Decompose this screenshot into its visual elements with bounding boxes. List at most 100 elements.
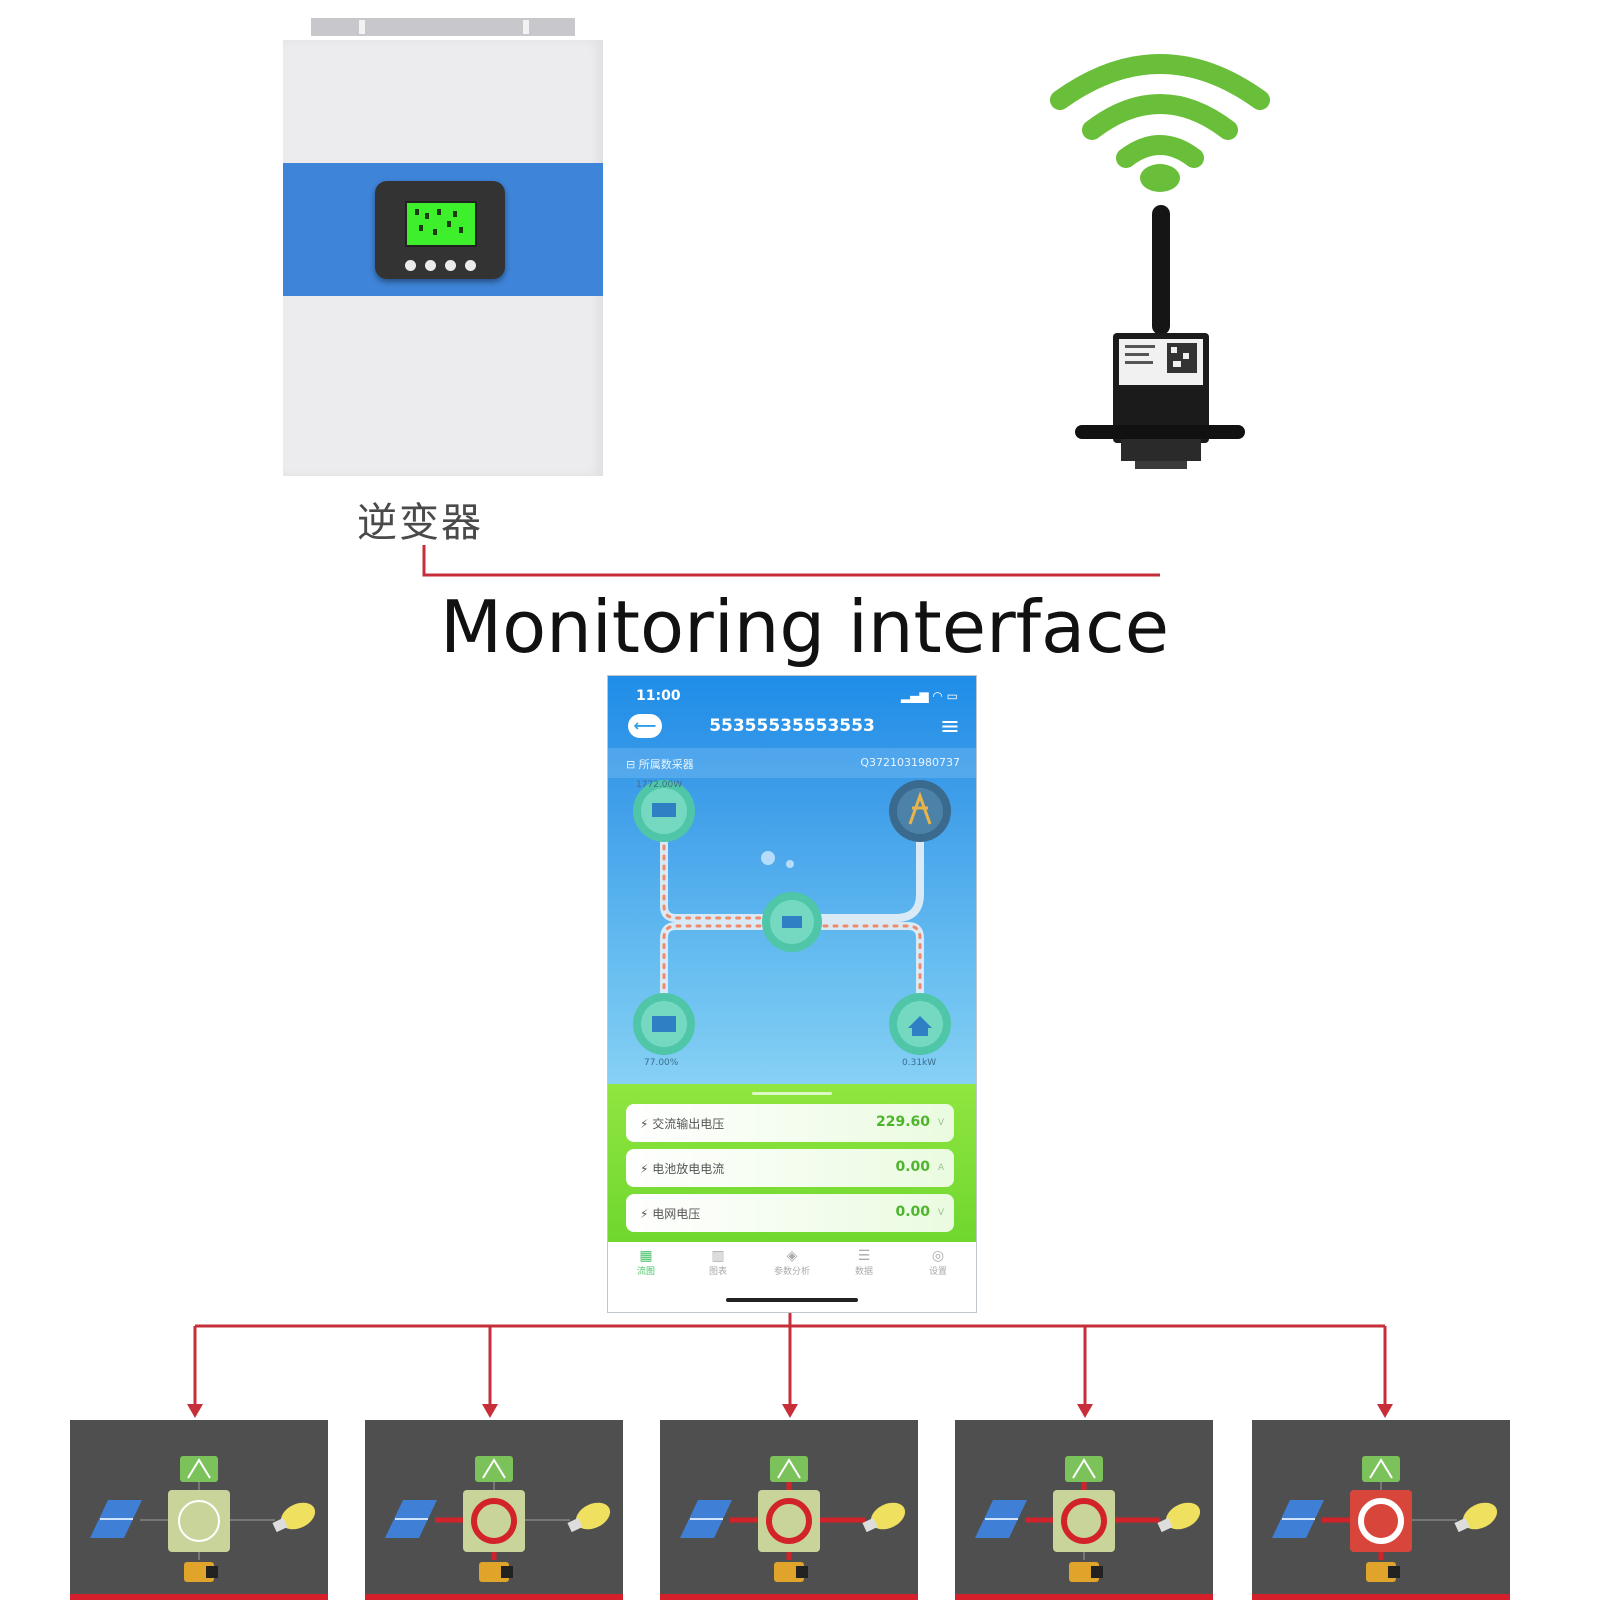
- bottom-tab-bar: ▦ 流图 ▥ 图表 ◈ 参数分析 ☰ 数据 ◎设置: [608, 1242, 976, 1312]
- mode-tile: [660, 1420, 918, 1600]
- metric-label: ⚡ 电池放电电流: [640, 1162, 725, 1176]
- grid-tower-icon: [475, 1456, 513, 1482]
- bulb-icon: [272, 1502, 316, 1533]
- tab-label: 设置: [928, 1267, 947, 1277]
- metric-unit: V: [937, 1208, 944, 1218]
- solar-panel-icon: [1272, 1500, 1324, 1538]
- status-time: 11:00: [636, 688, 681, 704]
- lcd-screen: [405, 201, 477, 247]
- tab-label: 数据: [854, 1267, 873, 1277]
- battery-icon: [479, 1562, 513, 1582]
- datalogger-label-text: 所属数采器: [638, 758, 694, 771]
- panel-button: [425, 260, 436, 271]
- load-power-value: 0.31kW: [902, 1058, 937, 1068]
- tile-red-strip: [660, 1594, 918, 1600]
- tab-label: 流图: [636, 1267, 655, 1277]
- page-title: Monitoring interface: [440, 585, 1170, 669]
- metric-unit: A: [937, 1163, 944, 1173]
- status-icons: ▂▄▆ ◠ ▭: [900, 689, 958, 703]
- panel-button: [445, 260, 456, 271]
- panel-button: [405, 260, 416, 271]
- metric-value: 229.60: [875, 1114, 930, 1130]
- tab-chart[interactable]: ▥ 图表: [688, 1248, 748, 1277]
- back-button[interactable]: ⟵: [628, 714, 662, 738]
- inverter-icon: [1350, 1490, 1412, 1552]
- metric-label-text: 电池放电电流: [652, 1162, 725, 1176]
- grid-tower-icon: [770, 1456, 808, 1482]
- pv-power-value: 1772.00W: [636, 780, 683, 790]
- mode-diagram: [90, 1456, 316, 1582]
- grid-tower-icon: [1362, 1456, 1400, 1482]
- tab-label: 参数分析: [773, 1267, 810, 1277]
- tile-red-strip: [70, 1594, 328, 1600]
- grid-node-icon: [889, 780, 951, 842]
- metric-row: ⚡ 交流输出电压 229.60 V: [626, 1104, 954, 1142]
- mode-diagram: [1272, 1456, 1498, 1582]
- tab-analysis[interactable]: ◈ 参数分析: [762, 1248, 822, 1277]
- solar-panel-icon: [680, 1500, 732, 1538]
- mode-tile: [70, 1420, 328, 1600]
- flow-icon: ▦: [639, 1248, 653, 1264]
- bulb-icon: [1157, 1502, 1201, 1533]
- inverter-unit: [283, 18, 603, 478]
- metric-row: ⚡ 电池放电电流 0.00 A: [626, 1149, 954, 1187]
- chart-icon: ▥: [711, 1248, 725, 1264]
- data-icon: ☰: [857, 1248, 871, 1264]
- drag-handle[interactable]: [752, 1092, 832, 1095]
- mode-diagram: [385, 1456, 611, 1582]
- menu-icon[interactable]: ≡: [939, 712, 960, 740]
- pv-node-icon: [633, 780, 695, 842]
- mode-tile: [1252, 1420, 1510, 1600]
- grid-tower-icon: [180, 1456, 218, 1482]
- inverter-icon: [1053, 1490, 1115, 1552]
- datalogger-icon: ⊟: [626, 758, 639, 771]
- tile-red-strip: [955, 1594, 1213, 1600]
- mode-tile: [365, 1420, 623, 1600]
- solar-panel-icon: [385, 1500, 437, 1538]
- metric-unit: V: [937, 1118, 944, 1128]
- bulb-icon: [862, 1502, 906, 1533]
- bulb-icon: [567, 1502, 611, 1533]
- metric-value: 0.00: [895, 1159, 930, 1175]
- battery-icon: [1069, 1562, 1103, 1582]
- panel-button: [465, 260, 476, 271]
- load-node-icon: [889, 993, 951, 1055]
- metric-value: 0.00: [895, 1204, 930, 1220]
- tab-flow[interactable]: ▦ 流图: [616, 1248, 676, 1277]
- bulb-icon: [1454, 1502, 1498, 1533]
- tile-red-strip: [365, 1594, 623, 1600]
- mounting-bracket: [311, 18, 575, 36]
- battery-soc-value: 77.00%: [644, 1058, 679, 1068]
- analysis-icon: ◈: [786, 1248, 798, 1264]
- inverter-label: 逆变器: [357, 500, 483, 546]
- metric-row: ⚡ 电网电压 0.00 V: [626, 1194, 954, 1232]
- mode-diagram: [975, 1456, 1201, 1582]
- solar-panel-icon: [90, 1500, 142, 1538]
- solar-panel-icon: [975, 1500, 1027, 1538]
- battery-node-icon: [633, 993, 695, 1055]
- inverter-icon: [758, 1490, 820, 1552]
- tab-settings[interactable]: ◎设置: [908, 1248, 968, 1277]
- wifi-icon: [1050, 54, 1270, 192]
- tab-label: 图表: [708, 1267, 727, 1277]
- datalogger-serial: Q3721031980737: [860, 756, 960, 769]
- grid-tower-icon: [1065, 1456, 1103, 1482]
- tab-data[interactable]: ☰ 数据: [834, 1248, 894, 1277]
- metric-label-text: 电网电压: [652, 1207, 701, 1221]
- inverter-icon: [463, 1490, 525, 1552]
- metric-label: ⚡ 交流输出电压: [640, 1117, 725, 1131]
- inverter-node-icon: [762, 892, 822, 952]
- battery-icon: [1366, 1562, 1400, 1582]
- inverter-icon: [168, 1490, 230, 1552]
- mode-tile: [955, 1420, 1213, 1600]
- wifi-dongle: [1075, 205, 1245, 469]
- energy-flow-diagram: [633, 780, 951, 1055]
- datalogger-label: ⊟ 所属数采器: [626, 756, 694, 772]
- mode-diagram: [680, 1456, 906, 1582]
- datalogger-bar: [608, 748, 976, 778]
- home-indicator: [726, 1298, 858, 1302]
- phone-screenshot: 11:00 ▂▄▆ ◠ ▭ ⟵ 55355535553553 ≡ ⊟ 所属数采器…: [607, 675, 977, 1313]
- battery-icon: [774, 1562, 808, 1582]
- app-header-area: 11:00 ▂▄▆ ◠ ▭ ⟵ 55355535553553 ≡ ⊟ 所属数采器…: [608, 676, 976, 1084]
